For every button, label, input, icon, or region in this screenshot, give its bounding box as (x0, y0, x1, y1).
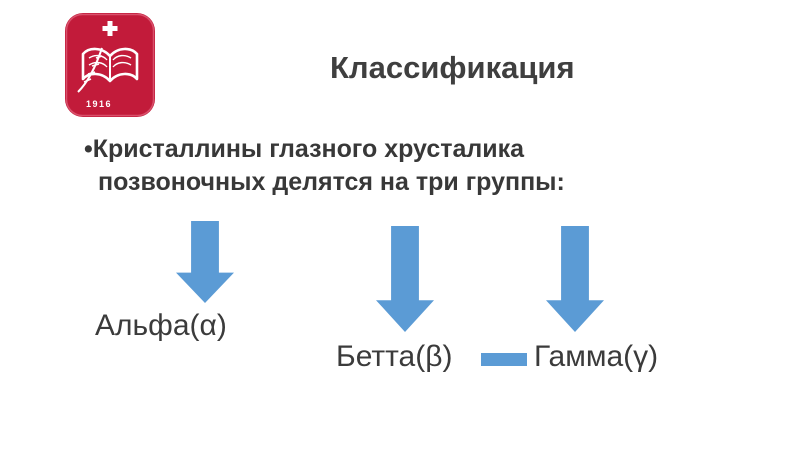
group-label-beta: Бетта(β) (336, 340, 453, 373)
connector-dash (481, 353, 527, 366)
logo-year: 1916 (86, 99, 113, 109)
bullet-text: •Кристаллины глазного хрусталика позвоно… (84, 135, 565, 196)
cross-icon (102, 21, 118, 36)
slide-title: Классификация (330, 50, 575, 85)
university-logo: 1916 (64, 12, 156, 118)
group-label-alpha: Альфа(α) (95, 309, 227, 342)
down-arrow-gamma-icon (546, 226, 604, 332)
down-arrow-beta-icon (376, 226, 434, 332)
down-arrow-alpha-icon (176, 221, 234, 303)
wheat-icon (77, 47, 103, 93)
logo-emblem (65, 13, 155, 117)
group-label-gamma: Гамма(γ) (534, 340, 659, 373)
